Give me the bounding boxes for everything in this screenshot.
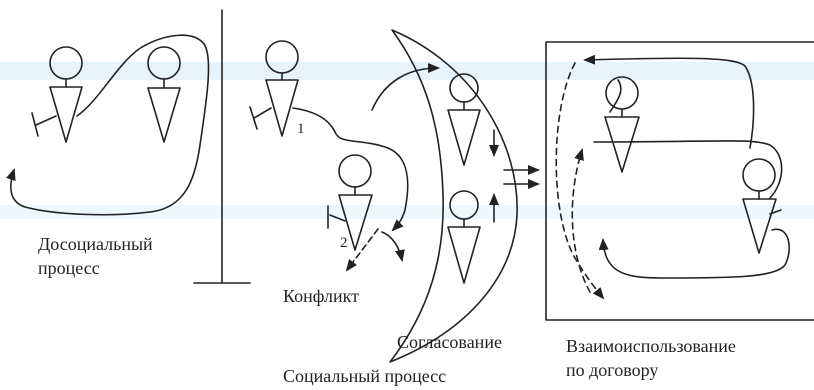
person-2-label: 2 <box>340 235 348 251</box>
conflict-dashed-arrow <box>347 229 378 270</box>
social-process-label: Социальный процесс <box>283 364 446 388</box>
person-agreement-bottom <box>448 191 480 283</box>
person-contract-left <box>605 77 639 172</box>
person-1 <box>250 41 298 136</box>
person-2 <box>328 155 372 250</box>
presocial-label-line2: процесс <box>38 256 100 280</box>
contract-dashed-down-arrow <box>556 63 603 298</box>
mutual-label-line1: Взаимоиспользование <box>566 334 736 358</box>
mutual-label-line2: по договору <box>566 358 658 382</box>
presocial-label-line1: Досоциальный <box>38 232 153 256</box>
agreement-label: Согласование <box>397 330 502 354</box>
conflict-label: Конфликт <box>283 284 359 308</box>
person-1-label: 1 <box>297 121 305 137</box>
person-presocial-right <box>148 47 180 142</box>
conflict-right-arrow <box>382 232 402 260</box>
person-presocial-left <box>32 47 82 142</box>
mutual-section <box>546 42 814 320</box>
contract-dashed-up-arrow <box>572 150 590 292</box>
contract-bottom-loop-arrow <box>603 229 789 278</box>
person-agreement-top <box>448 74 480 165</box>
